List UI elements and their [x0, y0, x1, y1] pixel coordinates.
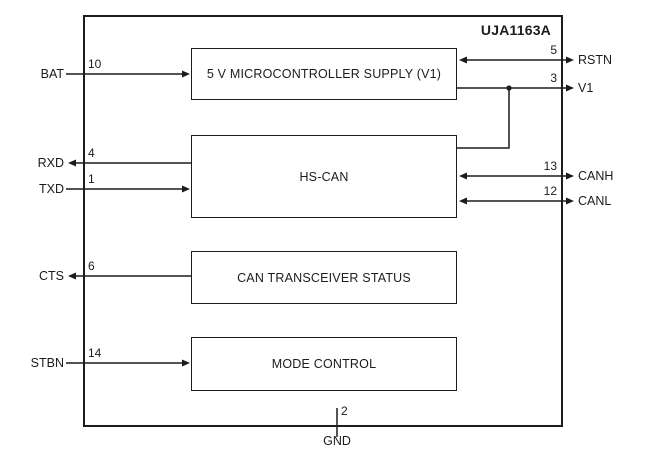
pin-number-rstn: 5 — [550, 43, 557, 57]
pin-label-canl: CANL — [578, 194, 612, 208]
rstn-wire — [459, 56, 574, 64]
pin-number-bat: 10 — [88, 57, 102, 71]
pin-number-canh: 13 — [543, 159, 557, 173]
pin-number-txd: 1 — [88, 172, 95, 186]
pin-label-gnd: GND — [323, 434, 351, 448]
arrow-left-icon — [68, 272, 76, 280]
block-label: 5 V MICROCONTROLLER SUPPLY (V1) — [206, 67, 442, 81]
arrow-right-icon — [182, 70, 190, 78]
pin-number-cts: 6 — [88, 259, 95, 273]
pin-number-rxd: 4 — [88, 146, 95, 160]
cts-wire — [68, 272, 191, 280]
stbn-wire — [66, 359, 190, 367]
pin-number-v1: 3 — [550, 71, 557, 85]
chip-title: UJA1163A — [480, 22, 551, 38]
pin-label-canh: CANH — [578, 169, 614, 183]
arrow-right-icon — [566, 84, 574, 92]
pin-label-rxd: RXD — [37, 156, 64, 170]
block-hs-can: HS-CAN — [191, 135, 457, 218]
pin-label-rstn: RSTN — [578, 53, 613, 67]
v1-branch-wire — [457, 88, 510, 149]
v1-wire — [457, 84, 574, 149]
block-label: CAN TRANSCEIVER STATUS — [237, 270, 411, 285]
pin-number-stbn: 14 — [88, 346, 102, 360]
pin-label-v1: V1 — [578, 81, 594, 95]
block-can-transceiver-status: CAN TRANSCEIVER STATUS — [191, 251, 457, 304]
block-label: MODE CONTROL — [271, 357, 377, 371]
block-microcontroller-supply: 5 V MICROCONTROLLER SUPPLY (V1) — [191, 48, 457, 100]
pin-label-stbn: STBN — [30, 356, 64, 370]
arrow-right-icon — [182, 359, 190, 367]
v1-junction-dot — [506, 85, 512, 91]
pin-label-cts: CTS — [39, 269, 64, 283]
pin-number-gnd: 2 — [341, 404, 348, 418]
block-mode-control: MODE CONTROL — [191, 337, 457, 391]
arrow-left-icon — [68, 159, 76, 167]
rxd-wire — [68, 159, 191, 167]
arrow-right-icon — [566, 172, 574, 180]
pin-label-bat: BAT — [40, 67, 64, 81]
arrow-right-icon — [182, 185, 190, 193]
arrow-right-icon — [566, 197, 574, 205]
arrow-left-icon — [459, 56, 467, 64]
arrow-left-icon — [459, 172, 467, 180]
txd-wire — [66, 185, 190, 193]
pin-label-txd: TXD — [39, 182, 64, 196]
arrow-right-icon — [566, 56, 574, 64]
canl-wire — [459, 197, 574, 205]
arrow-left-icon — [459, 197, 467, 205]
bat-wire — [66, 70, 190, 78]
chip-outline — [83, 15, 563, 427]
block-label: HS-CAN — [299, 169, 349, 184]
pin-number-canl: 12 — [543, 184, 557, 198]
canh-wire — [459, 172, 574, 180]
